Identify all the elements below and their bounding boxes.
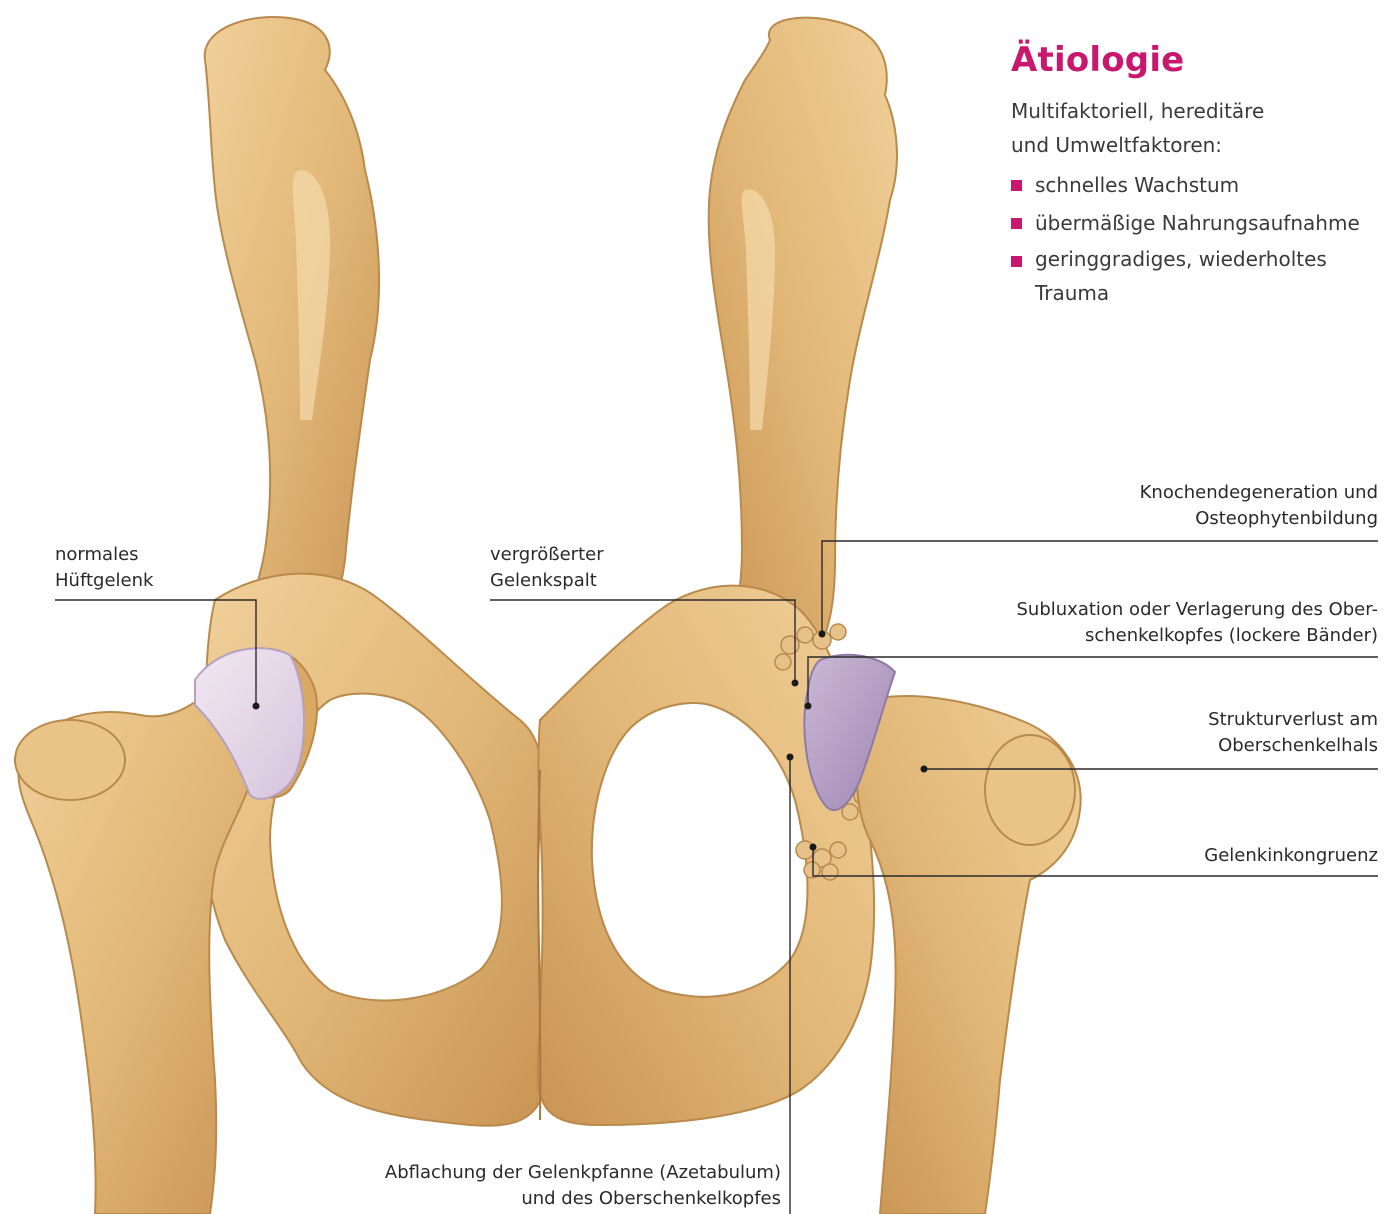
bullet-square-icon [1011, 256, 1022, 267]
etiology-intro: Multifaktoriell, hereditäre und Umweltfa… [1011, 94, 1391, 162]
etiology-panel: Ätiologie Multifaktoriell, hereditäre un… [1011, 40, 1391, 310]
right-pelvis-half [538, 18, 1081, 1214]
label-enlarged-gap: vergrößerter Gelenkspalt [490, 542, 604, 594]
label-normal-joint: normales Hüftgelenk [55, 542, 153, 594]
etiology-item: geringgradiges, wiederholtes Trauma [1011, 242, 1355, 310]
label-structure-loss: Strukturverlust am Oberschenkelhals [1208, 707, 1378, 759]
etiology-item: übermäßige Nahrungsaufnahme [1011, 204, 1391, 242]
left-pelvis-half [15, 17, 545, 1214]
left-ilium [205, 17, 379, 655]
right-ilium [709, 18, 897, 660]
etiology-list: schnelles Wachstum übermäßige Nahrungsau… [1011, 166, 1391, 310]
label-flattening: Abflachung der Gelenkpfanne (Azetabulum)… [385, 1160, 781, 1212]
label-incongruence: Gelenkinkongruenz [1204, 843, 1378, 869]
label-bone-degeneration: Knochendegeneration und Osteophytenbildu… [1140, 480, 1378, 532]
bullet-square-icon [1011, 180, 1022, 191]
etiology-item: schnelles Wachstum [1011, 166, 1391, 204]
label-subluxation: Subluxation oder Verlagerung des Ober- s… [1017, 597, 1379, 649]
etiology-title: Ätiologie [1011, 40, 1391, 80]
bullet-square-icon [1011, 218, 1022, 229]
